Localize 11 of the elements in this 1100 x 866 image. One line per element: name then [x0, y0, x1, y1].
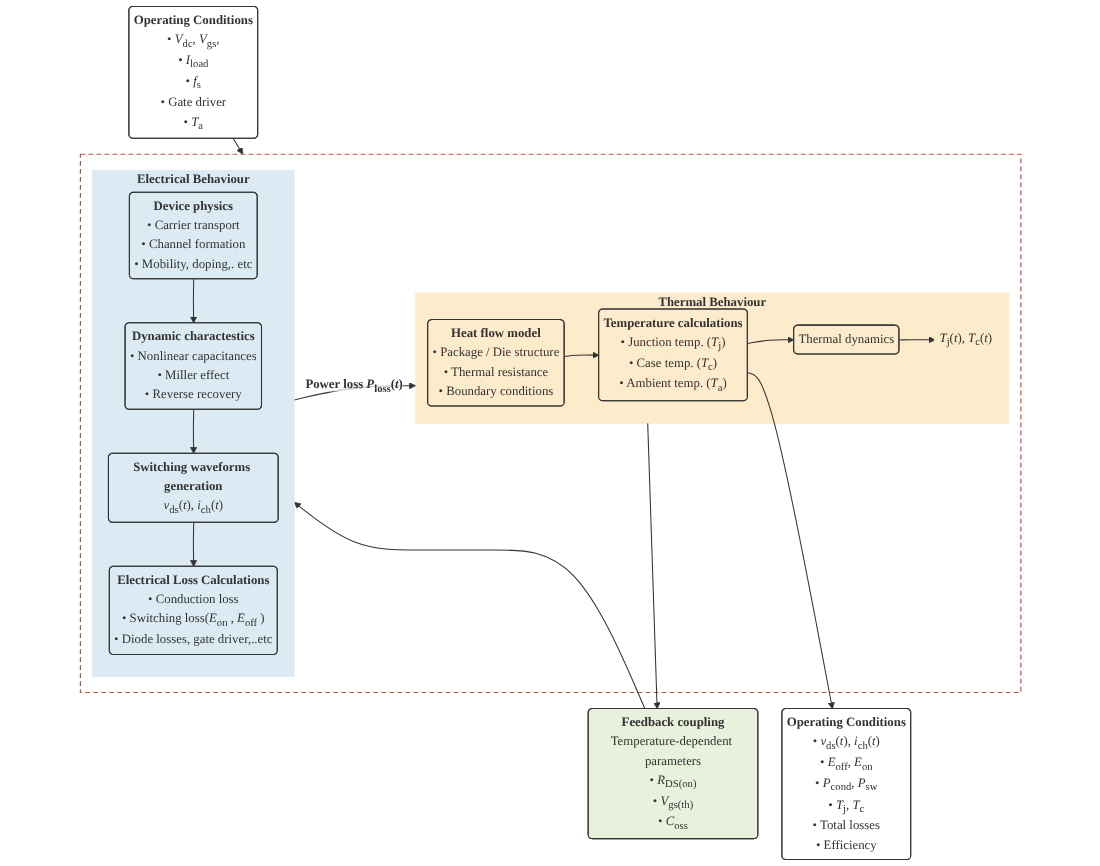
arrow — [231, 137, 243, 155]
arrow — [898, 336, 935, 344]
arrow — [293, 502, 645, 710]
arrow — [746, 336, 794, 344]
arrow — [746, 372, 835, 710]
arrow — [189, 522, 197, 567]
arrow — [563, 351, 599, 359]
arrow — [646, 422, 660, 710]
arrow — [189, 409, 197, 454]
cluster — [79, 153, 1021, 694]
arrow — [189, 278, 197, 324]
